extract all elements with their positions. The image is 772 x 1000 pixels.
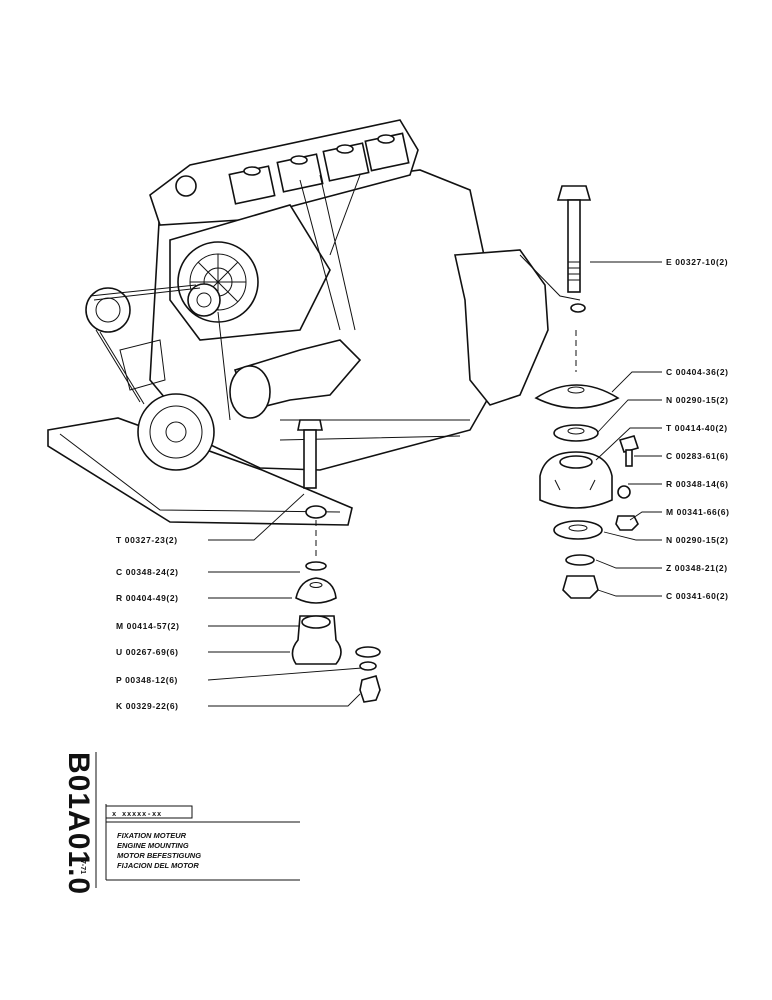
part-label-r9: Z 00348-21(2) (666, 563, 728, 573)
part-label-r10: C 00341-60(2) (666, 591, 729, 601)
part-label-l5: U 00267-69(6) (116, 647, 179, 657)
part-label-l6: P 00348-12(6) (116, 675, 178, 685)
sheet-date: 7-71 (79, 860, 86, 875)
title-en: ENGINE MOUNTING (117, 841, 189, 850)
part-label-r4: T 00414-40(2) (666, 423, 728, 433)
right-mount-parts (534, 185, 640, 599)
title-de: MOTOR BEFESTIGUNG (117, 851, 202, 860)
sheet-titles: FIXATION MOTEUR ENGINE MOUNTING MOTOR BE… (117, 831, 201, 871)
title-es: FIJACION DEL MOTOR (117, 861, 199, 870)
part-label-r3: N 00290-15(2) (666, 395, 729, 405)
sheet-reference: x xxxxx-xx (112, 811, 163, 819)
title-fr: FIXATION MOTEUR (117, 831, 187, 840)
engine-illustration (47, 119, 581, 526)
part-label-r5: C 00283-61(6) (666, 451, 729, 461)
part-label-r6: R 00348-14(6) (666, 479, 729, 489)
part-label-l4: M 00414-57(2) (116, 621, 180, 631)
right-part-labels: E 00327-10(2) C 00404-36(2) N 00290-15(2… (666, 257, 730, 601)
part-label-r2: C 00404-36(2) (666, 367, 729, 377)
title-block-frame (95, 752, 300, 888)
sheet-code-box: B01A01.0 (60, 752, 96, 896)
part-label-r1: E 00327-10(2) (666, 257, 728, 267)
sheet-code: B01A01.0 (62, 752, 95, 896)
part-label-l3: R 00404-49(2) (116, 593, 179, 603)
part-label-l1: T 00327-23(2) (116, 535, 178, 545)
part-label-r8: N 00290-15(2) (666, 535, 729, 545)
leader-lines (207, 261, 662, 707)
part-label-l7: K 00329-22(6) (116, 701, 179, 711)
left-part-labels: T 00327-23(2) C 00348-24(2) R 00404-49(2… (116, 535, 180, 711)
part-label-r7: M 00341-66(6) (666, 507, 730, 517)
left-mount-parts (291, 419, 381, 703)
part-label-l2: C 00348-24(2) (116, 567, 179, 577)
